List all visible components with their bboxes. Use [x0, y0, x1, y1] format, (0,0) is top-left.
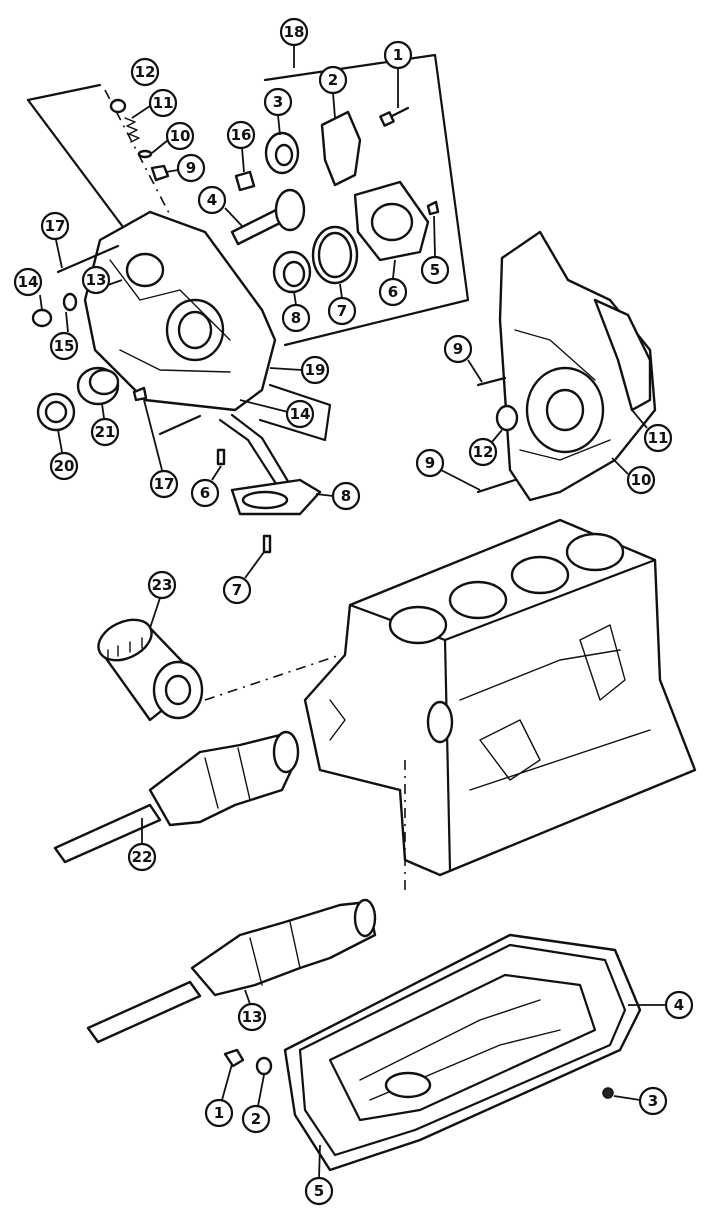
svg-text:16: 16: [231, 126, 252, 144]
svg-text:1: 1: [393, 46, 403, 64]
callout-10-top: 10: [151, 121, 195, 154]
callout-1-top: 1: [383, 40, 413, 108]
callout-17-mid: 17: [143, 399, 179, 499]
callout-9-top: 9: [165, 153, 206, 183]
callout-1-bottom: 1: [204, 1063, 234, 1128]
callout-18: 18: [279, 17, 309, 47]
svg-text:11: 11: [648, 429, 669, 447]
callout-10-right: 10: [611, 457, 656, 495]
svg-text:9: 9: [453, 340, 463, 358]
callout-2-top: 2: [318, 65, 348, 119]
svg-text:6: 6: [200, 484, 210, 502]
callout-3-top: 3: [263, 87, 293, 136]
callout-14-mid: 14: [239, 399, 315, 429]
front-cover: [31, 210, 322, 554]
cylinder-block: [204, 518, 697, 890]
callout-5-bottom: 5: [304, 1144, 334, 1206]
oil-pump-parts: [104, 89, 440, 294]
svg-text:17: 17: [154, 475, 175, 493]
svg-text:23: 23: [152, 576, 173, 594]
callout-17-top: 17: [40, 211, 70, 269]
callout-12-right: 12: [468, 429, 503, 467]
svg-text:8: 8: [291, 309, 301, 327]
callout-16: 16: [226, 120, 256, 173]
svg-text:14: 14: [18, 273, 39, 291]
svg-text:14: 14: [290, 405, 311, 423]
callout-22: 22: [127, 818, 157, 872]
callout-8-top: 8: [281, 291, 311, 333]
callout-14-top: 14: [13, 267, 43, 311]
svg-text:11: 11: [153, 94, 174, 112]
callout-15: 15: [49, 311, 79, 361]
callout-2-bottom: 2: [241, 1074, 271, 1134]
callout-19: 19: [269, 355, 330, 385]
callout-13-top: 13: [81, 265, 123, 295]
svg-text:17: 17: [45, 217, 66, 235]
svg-text:22: 22: [132, 848, 153, 866]
svg-text:12: 12: [135, 63, 156, 81]
oil-pan: [223, 933, 642, 1172]
svg-text:7: 7: [337, 302, 347, 320]
callout-4-top: 4: [197, 185, 243, 227]
callout-6-mid: 6: [190, 465, 222, 508]
svg-text:20: 20: [54, 457, 75, 475]
svg-text:1: 1: [214, 1104, 224, 1122]
svg-text:4: 4: [674, 996, 684, 1014]
callout-7-mid: 7: [222, 551, 265, 605]
callout-5-top: 5: [420, 215, 450, 285]
svg-text:10: 10: [631, 471, 652, 489]
svg-text:19: 19: [305, 361, 326, 379]
svg-text:7: 7: [232, 581, 242, 599]
callout-12-top: 12: [130, 57, 160, 87]
callout-3-bottom: 3: [613, 1086, 668, 1116]
svg-text:13: 13: [86, 271, 107, 289]
svg-text:3: 3: [648, 1092, 658, 1110]
svg-text:12: 12: [473, 443, 494, 461]
balance-shafts: [53, 730, 377, 1044]
svg-text:6: 6: [388, 283, 398, 301]
callout-11-right: 11: [631, 409, 673, 453]
oil-filter: [97, 618, 204, 722]
oil-pump-group-frame: [26, 45, 470, 442]
svg-text:5: 5: [430, 261, 440, 279]
timing-cover: [476, 230, 657, 502]
svg-text:4: 4: [207, 191, 217, 209]
callout-7-top: 7: [327, 283, 357, 326]
callout-21: 21: [90, 403, 120, 447]
svg-text:15: 15: [54, 337, 75, 355]
svg-text:8: 8: [341, 487, 351, 505]
svg-text:10: 10: [170, 127, 191, 145]
svg-text:9: 9: [186, 159, 196, 177]
callout-6-top: 6: [378, 259, 408, 307]
callout-13-bottom: 13: [237, 989, 267, 1032]
svg-text:2: 2: [328, 71, 338, 89]
svg-text:18: 18: [284, 23, 305, 41]
svg-text:5: 5: [314, 1182, 324, 1200]
callout-20: 20: [49, 429, 79, 481]
svg-text:13: 13: [242, 1008, 263, 1026]
svg-text:2: 2: [251, 1110, 261, 1128]
callout-23: 23: [147, 570, 177, 629]
svg-text:9: 9: [425, 454, 435, 472]
callout-9-right-top: 9: [443, 334, 483, 383]
callout-4-bottom: 4: [628, 990, 694, 1020]
callouts: 18 1 2 3 12 11 10: [13, 17, 694, 1206]
callout-8-mid: 8: [315, 481, 361, 511]
callout-11-top: 11: [131, 88, 178, 119]
svg-text:21: 21: [95, 423, 116, 441]
callout-9-right-bottom: 9: [415, 448, 481, 491]
svg-text:3: 3: [273, 93, 283, 111]
